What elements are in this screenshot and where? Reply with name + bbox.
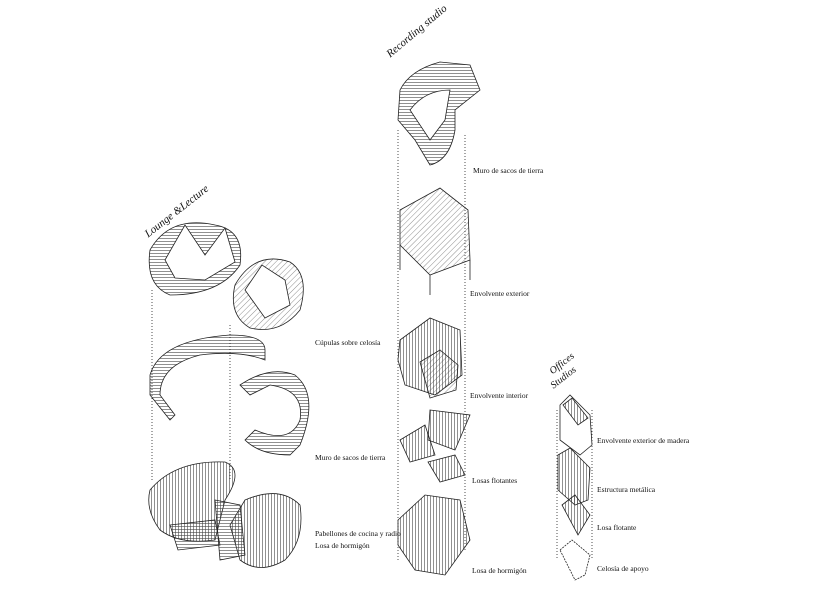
label-earthbag-wall: Muro de sacos de tierra (315, 453, 386, 462)
label-earthbag-wall: Muro de sacos de tierra (473, 166, 544, 175)
label-floating-slabs: Losas flotantes (472, 476, 518, 485)
floating-slab-drawing (561, 494, 591, 536)
recording-concrete-slab-drawing (397, 494, 471, 576)
label-floating-slab: Losa flotante (597, 523, 637, 532)
domes-drawing (148, 222, 304, 330)
support-lattice-drawing (559, 539, 591, 581)
recording-wall-drawing (397, 61, 481, 166)
label-kitchen-radio-pavilions: Pabellones de cocina y radio (315, 529, 401, 538)
label-interior-envelope: Envolvente interior (470, 391, 529, 400)
label-domes: Cúpulas sobre celosía (315, 338, 381, 347)
floating-slabs-drawing (399, 409, 471, 483)
label-timber-envelope: Envolvente exterior de madera (597, 436, 690, 445)
interior-envelope-drawing (397, 317, 463, 399)
earthbag-wall-drawing (149, 334, 310, 456)
lounge-slab-drawing (148, 461, 302, 568)
timber-envelope-drawing (559, 394, 593, 456)
label-concrete-slab: Losa de hormigón (315, 541, 370, 550)
exterior-envelope-drawing (399, 187, 471, 295)
label-exterior-envelope: Envolvente exterior (470, 289, 530, 298)
label-metal-structure: Estructura metálica (597, 485, 656, 494)
label-concrete-slab: Losa de hormigón (472, 566, 527, 575)
label-support-lattice: Celosía de apoyo (597, 564, 649, 573)
metal-structure-drawing (557, 447, 591, 506)
